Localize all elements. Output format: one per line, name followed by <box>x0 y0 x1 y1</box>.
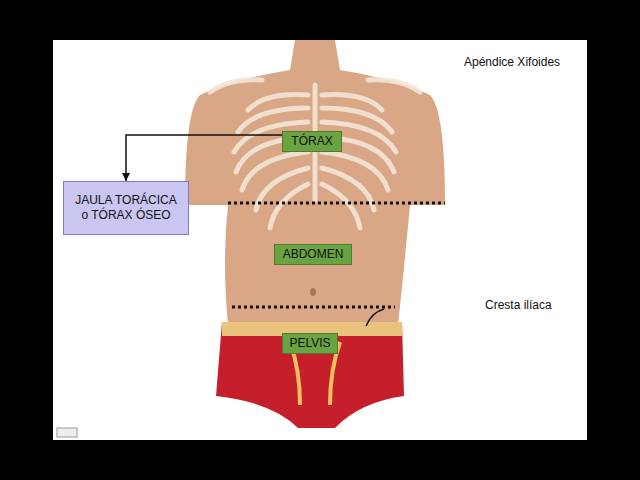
anatomy-label: Cresta ilíaca <box>485 298 552 312</box>
iliac-limit-line <box>232 306 395 309</box>
slide-icon <box>57 428 77 437</box>
slide-panel <box>53 40 587 440</box>
torso-skin <box>185 40 445 325</box>
thorax-limit-line <box>228 202 445 205</box>
anatomy-label: Apéndice Xifoides <box>464 55 560 69</box>
region-box: PELVIS <box>282 333 338 354</box>
node-text: JAULA TORÁCICA o TÓRAX ÓSEO <box>73 193 179 223</box>
callout-box: JAULA TORÁCICA o TÓRAX ÓSEO <box>63 181 189 235</box>
node-text: TÓRAX <box>291 134 332 149</box>
connector-line <box>126 135 282 181</box>
briefs <box>216 322 404 428</box>
iliac-crest-mark <box>366 309 384 326</box>
navel <box>310 288 316 296</box>
arrow-head <box>122 173 130 181</box>
connector-arrow <box>122 135 282 181</box>
node-text: PELVIS <box>289 336 330 351</box>
region-box: ABDOMEN <box>274 244 352 265</box>
region-box: TÓRAX <box>282 131 342 152</box>
node-text: ABDOMEN <box>283 247 344 262</box>
ribcage <box>210 80 420 228</box>
